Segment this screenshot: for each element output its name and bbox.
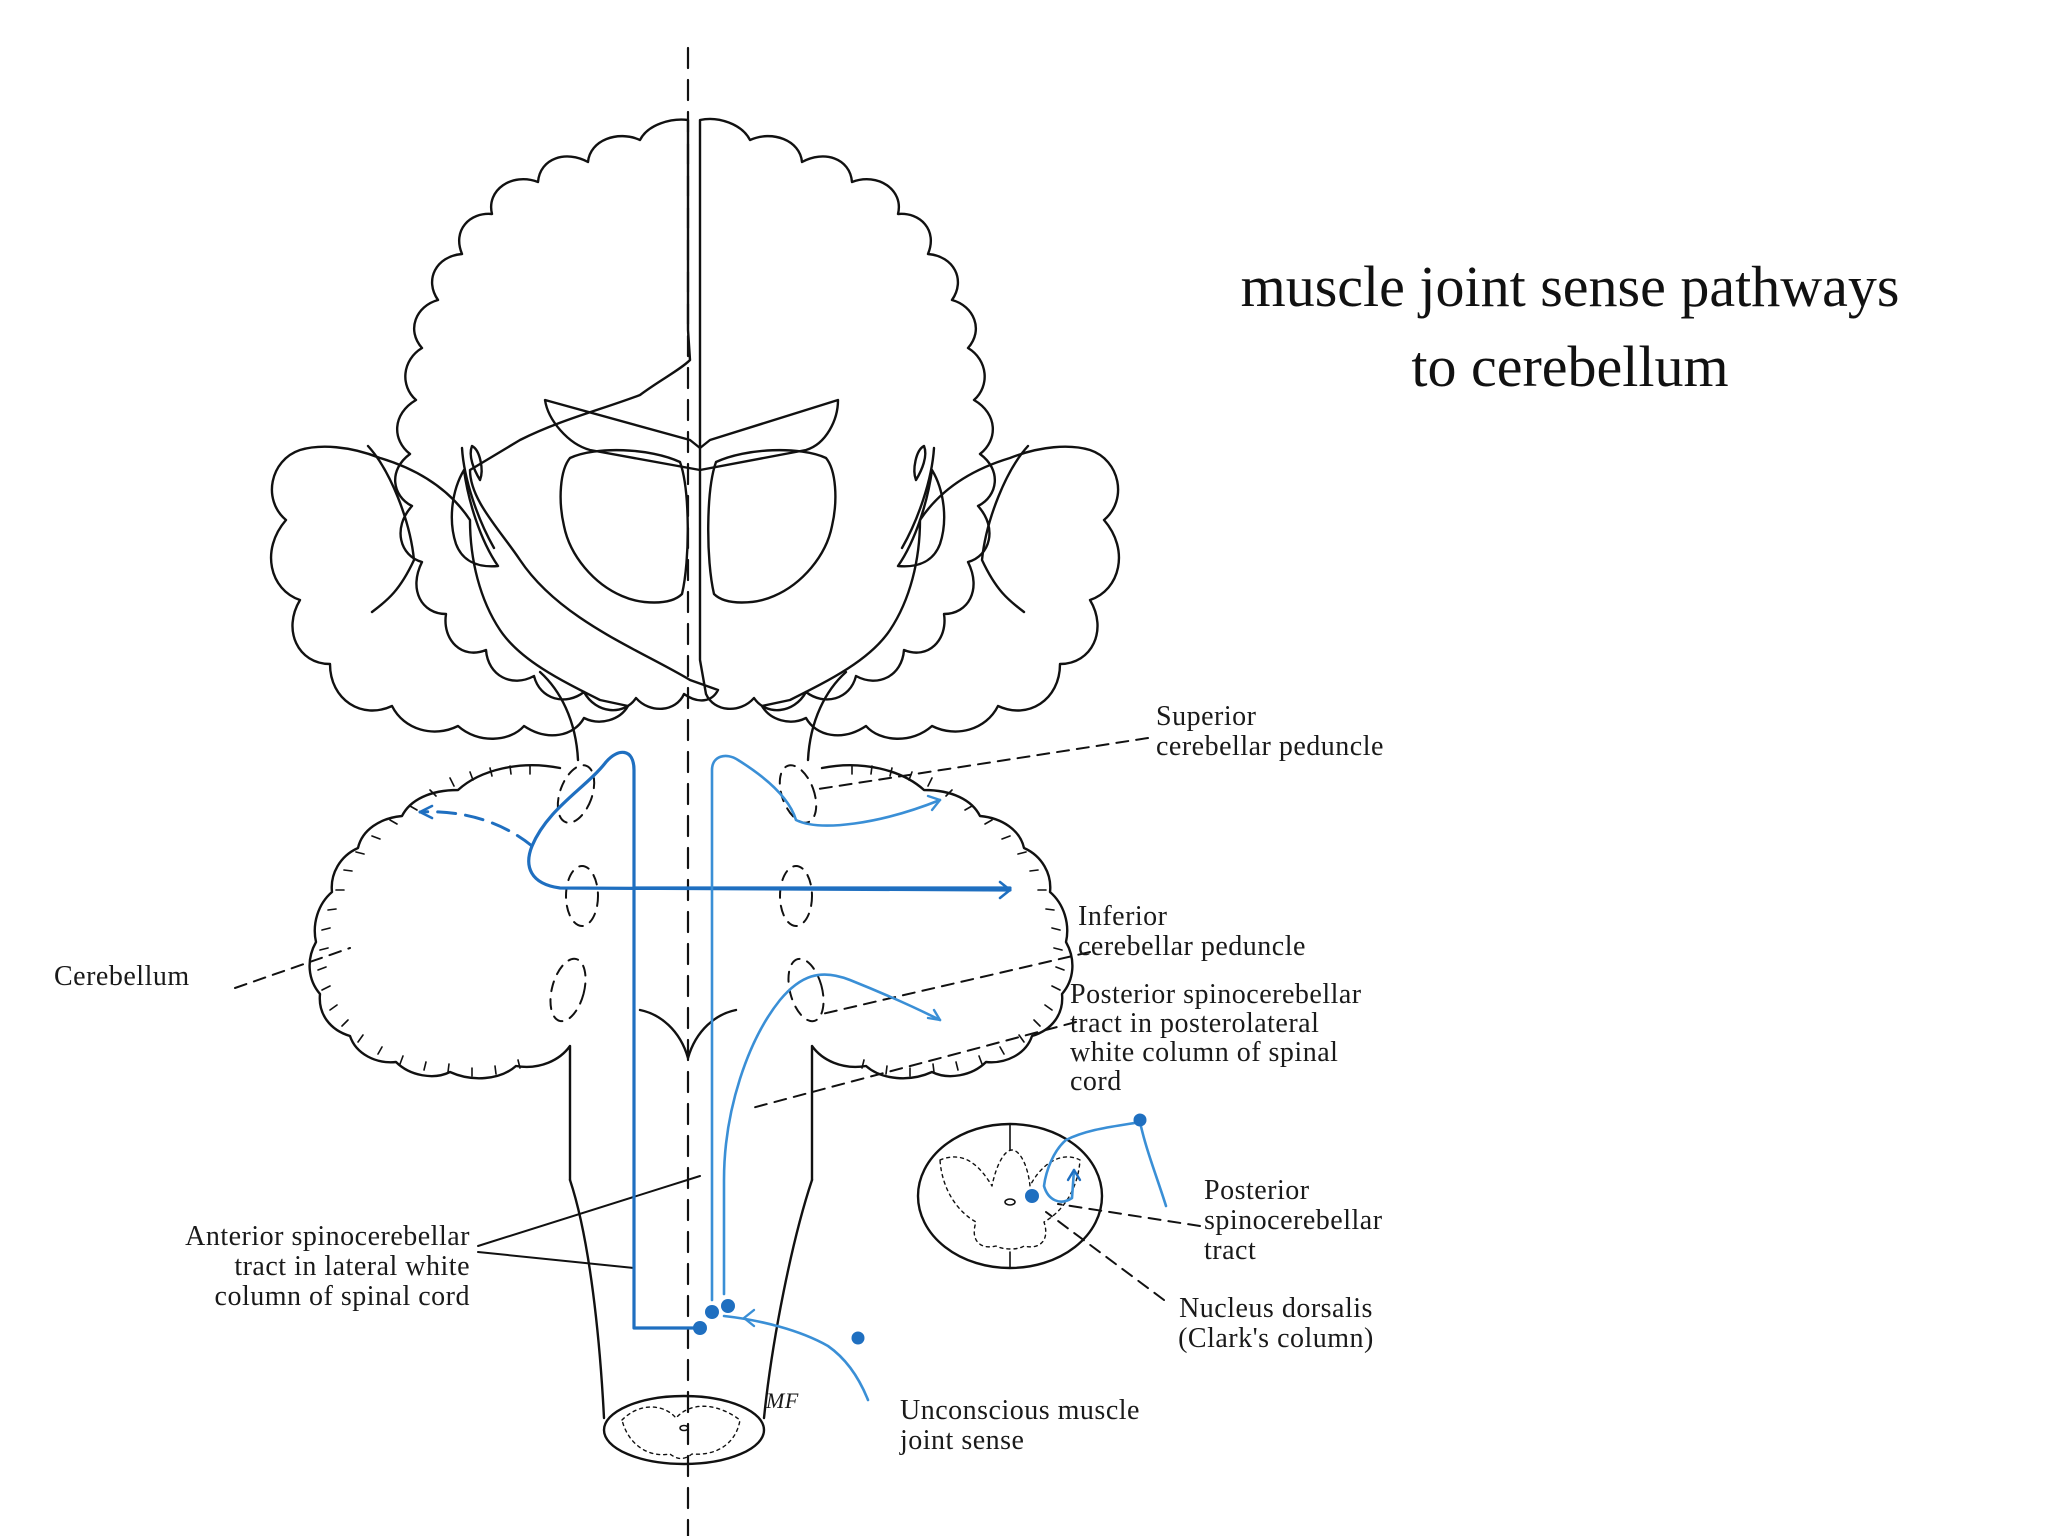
label-line: Unconscious muscle — [900, 1395, 1140, 1426]
label-posterior-spinocerebellar-tract-cord: Posterior spinocerebellar tract in poste… — [1070, 980, 1362, 1096]
spinal-cord-cross-section-bottom — [602, 1394, 766, 1466]
label-line: Posterior spinocerebellar — [1070, 979, 1362, 1010]
leader-lines — [234, 737, 1201, 1301]
label-line: Superior — [1156, 701, 1257, 732]
label-line: cerebellar peduncle — [1078, 931, 1306, 962]
right-hemisphere — [698, 117, 997, 712]
blue-pathways — [418, 750, 1168, 1402]
left-hemisphere — [393, 118, 720, 712]
anterior-branch-to-cortex — [418, 810, 534, 848]
posterior-spinocerebellar-path — [722, 973, 942, 1296]
left-insula-arc — [366, 444, 416, 614]
label-line: spinocerebellar — [1204, 1205, 1383, 1236]
cord-grey-matter-bottom — [621, 1405, 741, 1460]
diagram-title-line-2: to cerebellum — [1411, 334, 1729, 399]
label-anterior-spinocerebellar-tract: Anterior spinocerebellar tract in latera… — [60, 1222, 470, 1312]
left-internal-capsule — [450, 468, 500, 568]
left-cerebral-peduncle — [538, 670, 580, 762]
label-cerebellum: Cerebellum — [54, 961, 190, 992]
label-line: tract — [1204, 1235, 1257, 1266]
inset-afferent-path — [1042, 1120, 1142, 1203]
label-line: Inferior — [1078, 901, 1168, 932]
superior-peduncle-path — [710, 754, 942, 1302]
spinal-cord-right-edge — [762, 1178, 814, 1420]
label-nucleus-dorsalis: Nucleus dorsalis (Clark's column) — [1136, 1294, 1416, 1354]
label-posterior-spinocerebellar-tract: Posterior spinocerebellar tract — [1204, 1176, 1383, 1266]
inset-grey-matter — [939, 1149, 1081, 1250]
left-thalamus — [559, 448, 689, 604]
anterior-tract-pointers — [477, 1175, 701, 1269]
left-claustrum — [460, 446, 496, 550]
right-thalamus — [707, 448, 837, 604]
label-line: tract in posterolateral — [1070, 1008, 1320, 1039]
label-line: tract in lateral white — [234, 1251, 470, 1282]
cerebellum-outline — [308, 764, 1074, 1182]
cerebellum-folia-ticks — [317, 765, 1065, 1077]
corpus-callosum — [543, 398, 840, 472]
spinal-cord-left-edge — [568, 1178, 606, 1420]
label-line: cerebellar peduncle — [1156, 731, 1384, 762]
central-canal-bottom — [679, 1424, 689, 1432]
diagram-title-line-1: muscle joint sense pathways — [1240, 254, 1900, 319]
label-superior-cerebellar-peduncle: Superior cerebellar peduncle — [1156, 702, 1384, 762]
right-claustrum — [900, 446, 936, 550]
label-line: white column of spinal — [1070, 1037, 1339, 1068]
right-cerebral-peduncle — [806, 670, 848, 762]
label-line: joint sense — [900, 1425, 1025, 1456]
terminal-dots — [693, 1113, 1147, 1345]
label-line: Posterior — [1204, 1175, 1310, 1206]
label-inferior-cerebellar-peduncle: Inferior cerebellar peduncle — [1078, 902, 1306, 962]
label-line: column of spinal cord — [214, 1281, 470, 1312]
right-lenticular — [913, 444, 927, 482]
left-temporal-lobe — [269, 445, 630, 740]
anterior-spinocerebellar-path — [527, 750, 1012, 1330]
label-line: Nucleus dorsalis — [1179, 1293, 1373, 1324]
inset-central-canal — [1004, 1198, 1016, 1206]
artist-signature: MF — [766, 1388, 799, 1413]
left-lenticular — [469, 444, 483, 482]
label-line: Anterior spinocerebellar — [185, 1221, 470, 1252]
peduncle-ovals — [549, 764, 825, 1023]
right-insula-arc — [980, 444, 1030, 614]
label-line: cord — [1070, 1066, 1122, 1097]
right-internal-capsule — [896, 468, 946, 568]
label-line: (Clark's column) — [1178, 1323, 1374, 1354]
label-unconscious-muscle-joint-sense: Unconscious muscle joint sense — [900, 1396, 1140, 1456]
afferent-fiber-path — [722, 1314, 870, 1402]
